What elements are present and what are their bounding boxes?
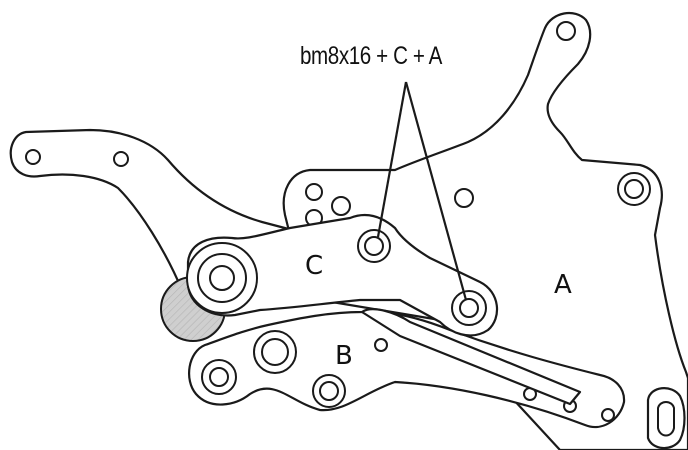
pedal-tip: [646, 387, 686, 450]
part-label-b: B: [335, 341, 353, 371]
linkage-b-pivot-inner: [261, 338, 289, 366]
part-label-c: C: [305, 251, 323, 281]
link-c-outline: [186, 213, 499, 337]
linkage-b-hole: [601, 408, 615, 422]
shifter-arm-hole: [113, 151, 129, 167]
part-label-a: A: [554, 270, 572, 300]
callout-label: bm8x16 + C + A: [300, 42, 443, 70]
leader-line-c: [376, 81, 408, 238]
plate-a-outline: [282, 11, 688, 450]
pedal-tip-slot: [657, 401, 675, 437]
linkage-b-hole: [374, 338, 388, 352]
plate-a-hole: [454, 188, 474, 208]
plate-a-bushing-inner: [624, 179, 644, 199]
plate-a-hole: [331, 196, 351, 216]
link-c-bushing-inner: [459, 298, 479, 318]
plate-a-hole: [305, 183, 323, 201]
linkage-b-bushing-inner: [319, 381, 339, 401]
linkage-b: [188, 310, 626, 428]
callout-leaders: [376, 81, 468, 301]
link-strap: [360, 308, 582, 406]
link-c: [186, 213, 499, 337]
plate-a-hole: [556, 21, 576, 41]
linkage-b-bushing-inner: [209, 367, 229, 387]
shifter-arm-hole: [25, 149, 41, 165]
leader-line-a: [404, 81, 468, 301]
link-c-pivot-inner: [209, 265, 235, 291]
link-c-bushing-inner: [364, 236, 384, 256]
